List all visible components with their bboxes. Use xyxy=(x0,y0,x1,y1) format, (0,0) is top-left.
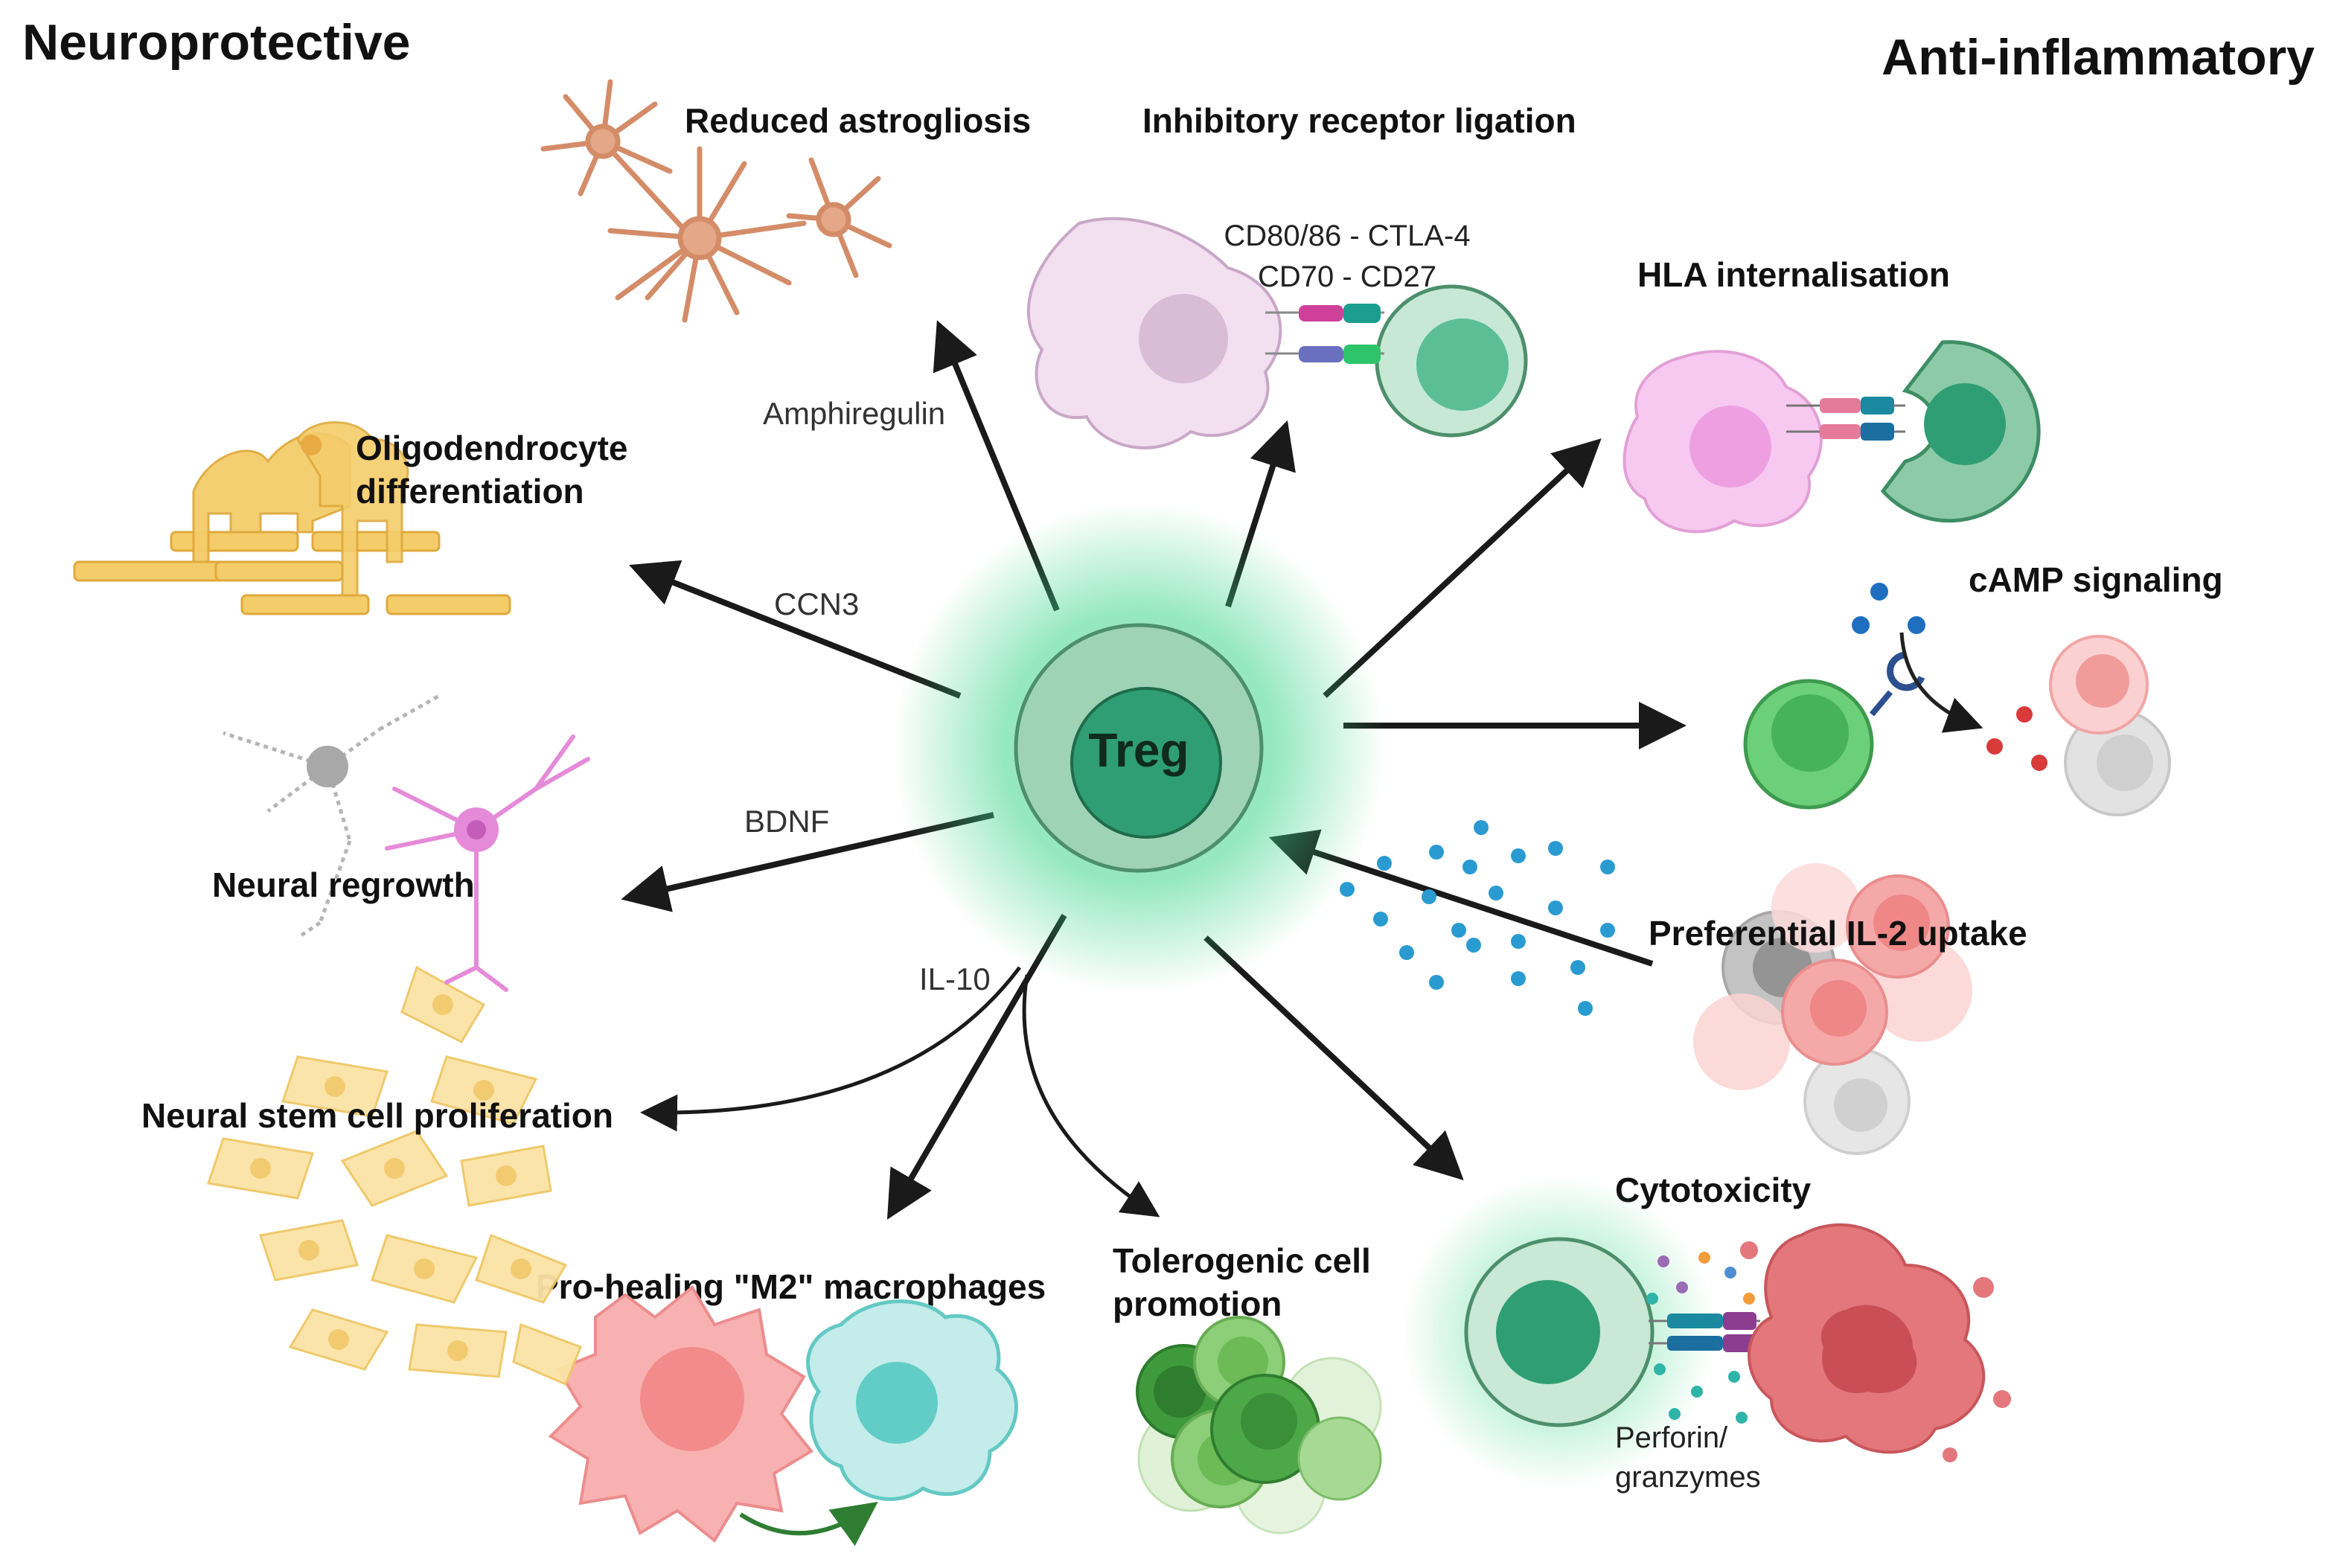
receptor-line2: CD70 - CD27 xyxy=(1258,260,1436,293)
neuron-icon xyxy=(223,694,590,992)
oligo-label-2: differentiation xyxy=(356,472,584,511)
target-cell-icon xyxy=(1693,863,1972,1155)
m2-label: Pro-healing "M2" macrophages xyxy=(536,1267,1046,1306)
camp-receptor-icon xyxy=(1743,583,2047,810)
perforin-particle-icon xyxy=(1646,1252,1755,1424)
t-cell-icon xyxy=(1375,284,1528,438)
stem-cell-label: Neural stem cell proliferation xyxy=(141,1096,613,1135)
il10-label: IL-10 xyxy=(919,961,991,996)
arrow-cytotoxicity xyxy=(1203,935,1464,1180)
treg-cell: Treg xyxy=(893,502,1384,993)
cytotoxicity-label: Cytotoxicity xyxy=(1615,1171,1812,1209)
receptor-pair-icon xyxy=(1649,1312,1760,1352)
astrogliosis-label: Reduced astrogliosis xyxy=(685,101,1031,140)
macrophage-icon xyxy=(806,1299,1018,1501)
arrow-tolerogenic xyxy=(1022,974,1160,1217)
oligodendrocyte-icon xyxy=(73,421,511,615)
receptor-pair-icon xyxy=(1786,397,1905,441)
neural-stem-cell-icon xyxy=(207,965,582,1386)
amphiregulin-label: Amphiregulin xyxy=(763,396,945,431)
tolerogenic-label-2: promotion xyxy=(1113,1284,1282,1323)
tolerogenic-label-1: Tolerogenic cell xyxy=(1113,1241,1371,1280)
inhibitory-label: Inhibitory receptor ligation xyxy=(1142,101,1576,140)
astrocyte-icon xyxy=(540,79,892,323)
perforin-line2: granzymes xyxy=(1615,1461,1761,1494)
arrow-stem-cell xyxy=(640,966,1021,1132)
oligo-label-1: Oligodendrocyte xyxy=(356,429,627,467)
il2-particle-icon xyxy=(1340,820,1615,1016)
treg-label: Treg xyxy=(1088,723,1189,777)
t-cell-icon xyxy=(1403,1176,1716,1488)
tolerogenic-cell-icon xyxy=(1136,1316,1382,1535)
t-cell-icon xyxy=(1880,340,2041,523)
regrowth-label: Neural regrowth xyxy=(212,865,475,904)
ccn3-label: CCN3 xyxy=(774,586,859,621)
camp-label: cAMP signaling xyxy=(1969,560,2223,599)
perforin-line1: Perforin/ xyxy=(1615,1421,1728,1454)
bdnf-label: BDNF xyxy=(744,804,829,839)
antigen-presenting-cell-icon xyxy=(1623,350,1823,534)
arrow-hla xyxy=(1323,438,1602,698)
neuroprotective-header: Neuroprotective xyxy=(22,14,410,71)
receptor-pair-icon xyxy=(1265,304,1384,364)
il2-label: Preferential IL-2 uptake xyxy=(1649,914,2027,953)
receptor-line1: CD80/86 - CTLA-4 xyxy=(1224,220,1470,252)
hla-label: HLA internalisation xyxy=(1637,255,1950,294)
target-cell-icon xyxy=(2049,635,2171,816)
macrophage-icon xyxy=(548,1285,813,1543)
antigen-presenting-cell-icon xyxy=(1026,217,1282,449)
treg-nucleus-icon xyxy=(1070,687,1222,839)
polarization-arrow xyxy=(739,1501,878,1546)
target-cell-icon xyxy=(1740,1223,2011,1462)
anti-inflammatory-header: Anti-inflammatory xyxy=(1882,29,2315,86)
